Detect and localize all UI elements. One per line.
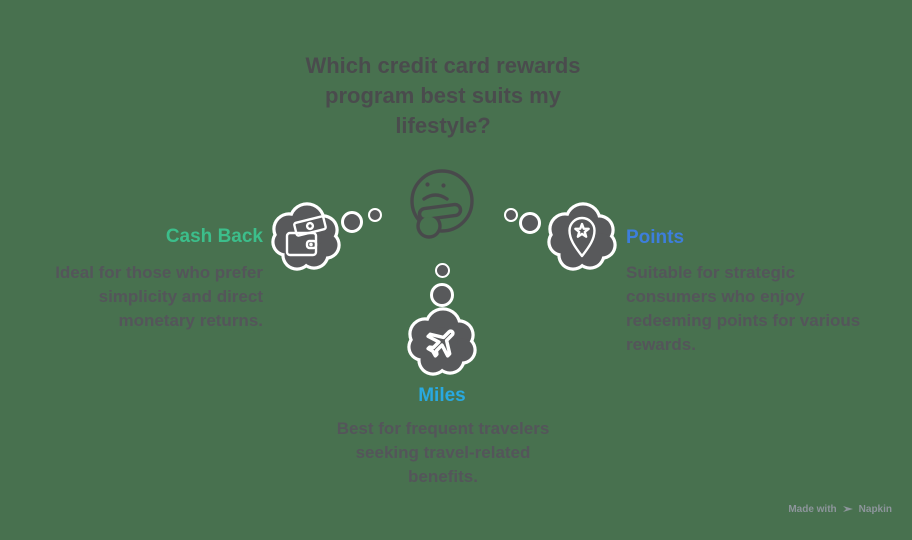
thought-dot-left-large [341,211,363,233]
watermark-prefix: Made with [788,503,837,515]
miles-thought-cloud [407,307,477,376]
thought-dot-left-small [368,208,382,222]
watermark-brand: Napkin [858,503,892,515]
watermark: Made with Napkin [788,503,892,515]
thinking-face-icon [410,169,474,239]
wallet-cash-icon [285,215,327,257]
thought-dot-right-small [504,208,518,222]
points-thought-cloud [547,202,617,271]
cashback-description: Ideal for those who prefer simplicity an… [55,263,263,330]
napkin-logo-icon [842,506,853,512]
map-pin-star-icon [568,216,596,258]
points-label: Points [626,227,685,248]
miles-label: Miles [418,385,466,406]
page-title: Which credit card rewards program best s… [305,53,581,138]
cashback-label: Cash Back [165,226,263,247]
thought-dot-bottom-small [435,263,450,278]
thought-dot-right-large [519,212,541,234]
cashback-thought-cloud [271,202,341,271]
thought-dot-bottom-large [430,283,454,307]
points-description: Suitable for strategic consumers who enj… [626,263,861,354]
miles-description: Best for frequent travelers seeking trav… [336,419,550,486]
airplane-icon [426,329,455,358]
